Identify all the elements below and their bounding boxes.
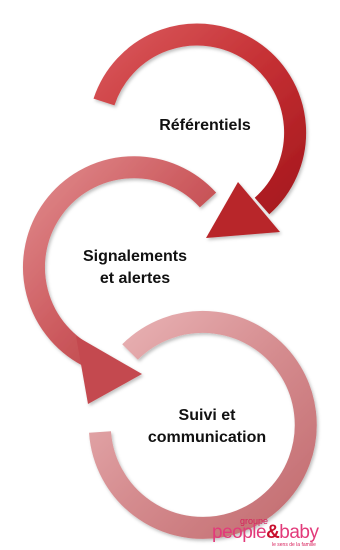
cycle-arrowhead-2 [76, 336, 142, 404]
cycle-ring-1 [93, 23, 307, 215]
logo-brand-part2: baby [279, 522, 319, 543]
cycle-ring-2 [22, 156, 217, 368]
step-2-line-1: Signalements [82, 248, 188, 265]
logo-brand-part1: people [212, 522, 267, 543]
step-label-suivi: Suivi et communication [132, 405, 282, 449]
logo-brand-ampersand: & [266, 522, 280, 543]
step-3-line-2: communication [147, 429, 267, 446]
step-3-line-1: Suivi et [178, 407, 236, 424]
logo-tagline: le sens de la famille [272, 542, 316, 548]
step-label-signalements: Signalements et alertes [60, 246, 210, 290]
cycle-ring-3 [89, 310, 317, 539]
logo-brand-text: people&baby [212, 523, 319, 543]
cycle-arrow-3 [89, 310, 317, 539]
cycle-arrow-2 [22, 156, 217, 404]
step-label-referentiels: Référentiels [140, 115, 270, 137]
logo-groupe-text: groupe [240, 516, 269, 526]
cycle-arrow-1 [93, 23, 307, 238]
step-2-line-2: et alertes [99, 270, 171, 287]
cycle-arrowhead-1 [206, 182, 280, 238]
brand-logo: groupe people&baby le sens de la famille [212, 516, 340, 550]
step-1-line-1: Référentiels [159, 117, 251, 134]
